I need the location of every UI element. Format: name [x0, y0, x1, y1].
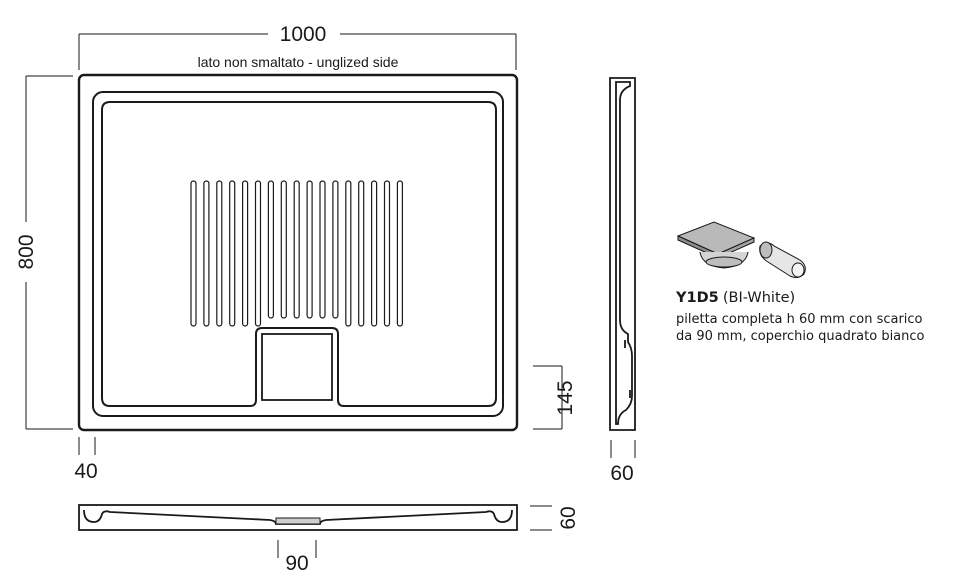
dimension-drain-width — [277, 540, 317, 558]
groove — [203, 180, 210, 327]
tray-front-section — [78, 504, 518, 531]
groove — [267, 180, 274, 319]
dimension-drain-offset-label: 145 — [554, 380, 577, 415]
dimension-side-height-label: 60 — [610, 462, 633, 485]
groove — [371, 180, 378, 327]
tray-side-section — [609, 77, 636, 431]
waste-kit-heading: Y1D5 (BI-White) — [676, 290, 956, 307]
groove — [190, 180, 197, 327]
dimension-drain-width-label: 90 — [285, 552, 308, 575]
groove — [229, 180, 236, 327]
tray-rim-inner — [92, 91, 504, 417]
waste-kit-description: piletta completa h 60 mm con scarico da … — [676, 311, 956, 345]
groove — [383, 180, 391, 327]
dimension-rim — [78, 437, 96, 455]
groove — [306, 180, 313, 319]
groove — [319, 180, 326, 319]
unglazed-side-note: lato non smaltato - unglized side — [198, 54, 399, 70]
groove — [254, 180, 262, 327]
groove — [293, 180, 300, 319]
dimension-width-label: 1000 — [280, 23, 327, 46]
groove — [345, 180, 352, 327]
description-line-1: piletta completa h 60 mm con scarico — [676, 312, 923, 327]
dimension-drain-offset — [533, 365, 563, 430]
groove — [358, 180, 365, 327]
groove — [280, 180, 287, 319]
tray-outer-edge — [77, 73, 519, 432]
dimension-front-height — [530, 505, 552, 531]
dimension-front-height-label: 60 — [557, 506, 580, 529]
product-code: Y1D5 — [676, 290, 719, 306]
groove — [216, 180, 223, 327]
anti-slip-grooves — [190, 180, 403, 327]
product-color: (BI-White) — [722, 290, 796, 306]
dimension-depth-label: 800 — [15, 234, 38, 269]
dimension-depth — [25, 75, 73, 430]
tray-top-view — [77, 73, 519, 432]
groove — [396, 180, 403, 327]
dimension-width — [78, 33, 517, 70]
drain-cover-square — [261, 333, 333, 401]
dimension-side-height — [610, 440, 636, 458]
groove — [242, 180, 249, 327]
drain-waste-kit-icon — [676, 221, 806, 279]
waste-kit-info: Y1D5 (BI-White) piletta completa h 60 mm… — [676, 290, 956, 345]
dimension-rim-label: 40 — [74, 460, 97, 483]
description-line-2: da 90 mm, coperchio quadrato bianco — [676, 329, 925, 344]
tray-basin-outline — [101, 101, 497, 407]
groove — [332, 180, 339, 319]
